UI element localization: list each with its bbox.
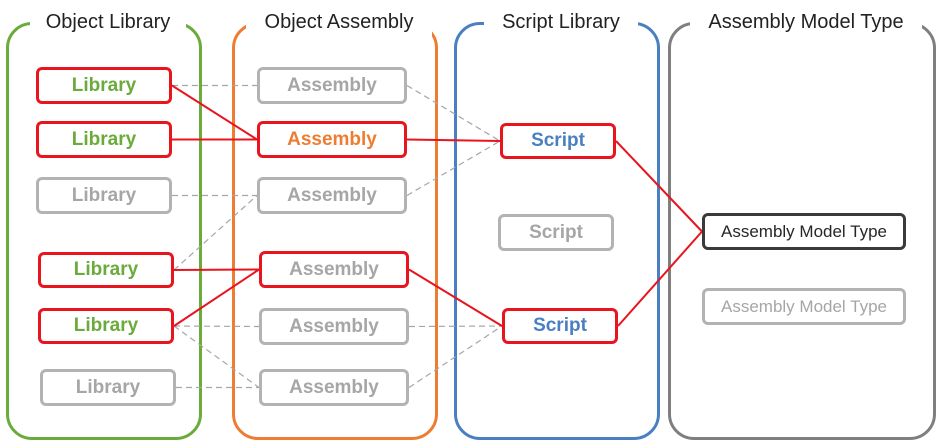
active-connector-7 xyxy=(615,140,703,233)
assembly-node-1[interactable]: Assembly xyxy=(257,67,407,104)
dashed-connector-3 xyxy=(173,195,258,271)
active-connector-3 xyxy=(173,268,260,271)
library-node-3[interactable]: Library xyxy=(36,177,172,214)
assembly-node-5[interactable]: Assembly xyxy=(259,308,409,345)
dashed-connector-4 xyxy=(173,325,260,328)
assembly-node-4[interactable]: Assembly xyxy=(259,251,409,288)
library-node-5[interactable]: Library xyxy=(38,308,174,344)
library-node-4[interactable]: Library xyxy=(38,252,174,288)
active-connector-1 xyxy=(171,84,258,141)
script-node-1[interactable]: Script xyxy=(500,123,616,159)
active-connector-5 xyxy=(406,138,501,142)
active-connector-8 xyxy=(617,230,703,327)
assembly-node-6[interactable]: Assembly xyxy=(259,369,409,406)
active-connector-4 xyxy=(173,268,260,327)
title-object-library: Object Library xyxy=(30,8,186,36)
dashed-connector-10 xyxy=(408,325,503,389)
title-object-assembly: Object Assembly xyxy=(246,8,432,36)
dashed-connector-8 xyxy=(406,140,501,197)
assembly-model-type-node-2[interactable]: Assembly Model Type xyxy=(702,288,906,325)
script-node-3[interactable]: Script xyxy=(502,308,618,344)
dashed-connector-9 xyxy=(408,325,503,328)
assembly-node-2[interactable]: Assembly xyxy=(257,121,407,158)
library-node-2[interactable]: Library xyxy=(36,121,172,158)
active-connector-6 xyxy=(408,268,503,327)
script-node-2[interactable]: Script xyxy=(498,214,614,251)
title-assembly-model-type: Assembly Model Type xyxy=(690,8,922,36)
dashed-connector-5 xyxy=(173,325,260,388)
title-script-library: Script Library xyxy=(484,8,638,36)
library-node-1[interactable]: Library xyxy=(36,67,172,104)
dashed-connector-7 xyxy=(406,84,501,142)
assembly-node-3[interactable]: Assembly xyxy=(257,177,407,214)
library-node-6[interactable]: Library xyxy=(40,369,176,406)
assembly-model-type-node-1[interactable]: Assembly Model Type xyxy=(702,213,906,250)
